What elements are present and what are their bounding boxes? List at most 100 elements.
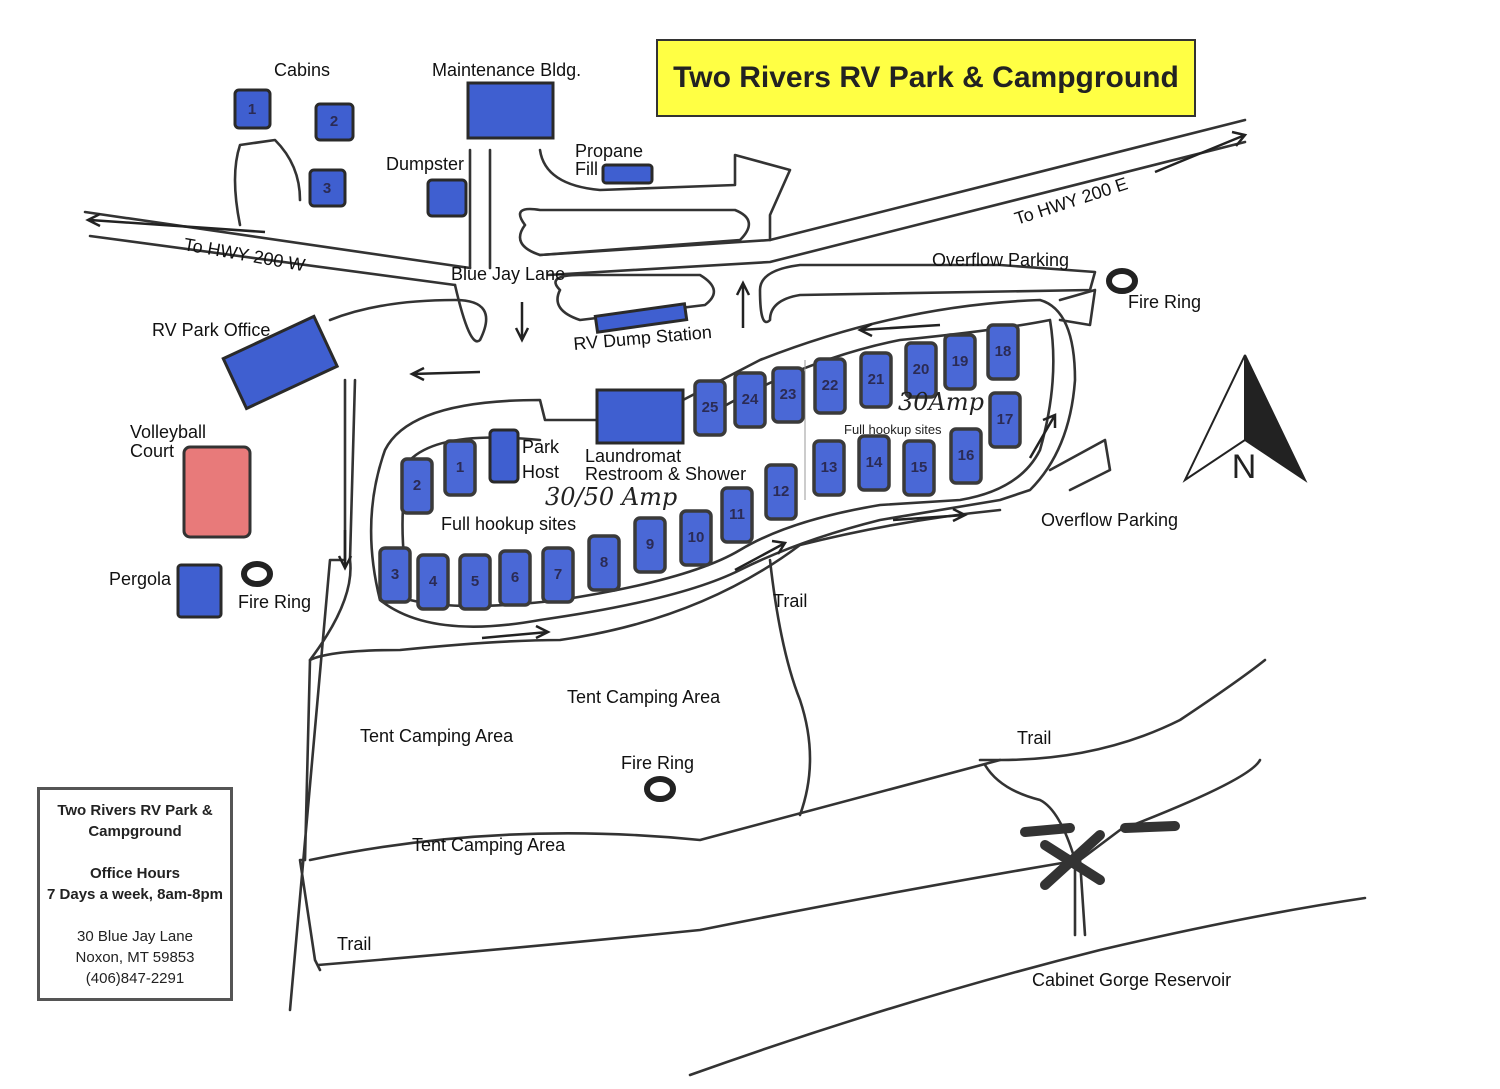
map-title: Two Rivers RV Park & Campground <box>656 39 1196 117</box>
full-hookup-label: Full hookup sites <box>441 514 576 534</box>
rv-site-21[interactable] <box>859 351 893 409</box>
fire-ring-label: Fire Ring <box>1128 292 1201 312</box>
rv-site-number: 6 <box>511 569 519 586</box>
fire-ring-icon <box>644 776 676 802</box>
trail-label: Trail <box>773 591 807 611</box>
rv-site-8[interactable] <box>587 534 621 592</box>
propane-fill-label: Fill <box>575 159 598 179</box>
amp-3050-note: 30/50 Amp <box>545 483 677 511</box>
maintenance-label: Maintenance Bldg. <box>432 60 581 80</box>
rv-site-15[interactable] <box>902 439 936 497</box>
rv-site-7[interactable] <box>541 546 575 604</box>
rv-site-9[interactable] <box>633 516 667 574</box>
rv-site-12[interactable] <box>764 463 798 521</box>
rv-site-number: 1 <box>456 459 464 476</box>
rv-site-number: 12 <box>773 483 790 500</box>
rv-site-11[interactable] <box>720 486 754 544</box>
rv-site-24[interactable] <box>733 371 767 429</box>
rv-site-number: 20 <box>913 361 930 378</box>
fire-ring-icon <box>241 561 273 587</box>
cabins-label: Cabins <box>274 60 330 80</box>
dumpster-label: Dumpster <box>386 154 464 174</box>
rv-site-10[interactable] <box>679 509 713 567</box>
propane-fill <box>601 163 654 185</box>
rv-site-number: 15 <box>911 459 928 476</box>
rv-office-label: RV Park Office <box>152 320 270 340</box>
restroom-label: Restroom & Shower <box>585 464 746 484</box>
rv-site-number: 17 <box>997 411 1014 428</box>
cabin-1[interactable] <box>233 88 272 130</box>
rv-site-number: 13 <box>821 459 838 476</box>
cabin-2[interactable] <box>314 102 355 142</box>
rv-dump-station <box>593 302 689 334</box>
laundromat-building[interactable] <box>595 388 685 445</box>
boat-launch-icon <box>1020 821 1180 890</box>
rv-site-5[interactable] <box>458 553 492 611</box>
north-label: N <box>1232 448 1257 486</box>
blue-jay-lane-label: Blue Jay Lane <box>451 264 565 284</box>
rv-site-number: 22 <box>822 377 839 394</box>
rv-site-20[interactable] <box>904 341 938 399</box>
court-label: Court <box>130 441 174 461</box>
hwy-200-e-label: To HWY 200 E <box>1012 173 1130 228</box>
rv-site-16[interactable] <box>949 427 983 485</box>
full-hookup-label-2: Full hookup sites <box>844 422 942 437</box>
maintenance-building[interactable] <box>466 81 555 140</box>
rv-site-18[interactable] <box>986 323 1020 381</box>
address-line-1: 30 Blue Jay Lane <box>77 928 193 945</box>
rv-site-4[interactable] <box>416 553 450 611</box>
rv-site-23[interactable] <box>771 366 805 424</box>
cabin-3[interactable] <box>308 168 347 208</box>
rv-site-number: 8 <box>600 554 608 571</box>
rv-site-13[interactable] <box>812 439 846 497</box>
rv-site-22[interactable] <box>813 357 847 415</box>
cabin-1-label: 1 <box>248 101 256 118</box>
overflow-parking-right-label: Overflow Parking <box>1041 510 1178 530</box>
address-line-2: Noxon, MT 59853 <box>75 949 195 966</box>
rv-site-3[interactable] <box>378 546 412 604</box>
info-name-2: Campground <box>88 823 182 840</box>
rv-site-2[interactable] <box>400 457 434 515</box>
park-host-label-2: Host <box>522 462 559 482</box>
cabins: 1 2 3 <box>233 88 355 208</box>
office-hours-title: Office Hours <box>89 865 180 882</box>
dumpster <box>426 178 468 218</box>
park-host-label: Park <box>522 437 560 457</box>
rv-site-number: 18 <box>995 343 1012 360</box>
rv-site-number: 11 <box>729 506 745 523</box>
rv-site-number: 7 <box>554 566 562 583</box>
rv-site-number: 10 <box>688 529 705 546</box>
fire-ring-icon <box>1106 268 1138 294</box>
reservoir-label: Cabinet Gorge Reservoir <box>1032 970 1231 990</box>
tent-area-label: Tent Camping Area <box>567 687 721 707</box>
rv-site-6[interactable] <box>498 549 532 607</box>
park-host-site <box>488 428 520 484</box>
rv-site-number: 16 <box>958 447 975 464</box>
office-info-box: Two Rivers RV Park & Campground Office H… <box>37 787 233 1001</box>
volleyball-court <box>182 445 252 539</box>
overflow-parking-top-label: Overflow Parking <box>932 250 1069 270</box>
rv-park-office[interactable] <box>221 314 340 411</box>
fire-ring-label: Fire Ring <box>621 753 694 773</box>
rv-site-19[interactable] <box>943 333 977 391</box>
rv-site-number: 4 <box>429 573 438 590</box>
rv-site-number: 23 <box>780 386 797 403</box>
amp-30-note: 30Amp <box>898 388 984 416</box>
cabin-3-label: 3 <box>323 180 331 197</box>
rv-site-17[interactable] <box>988 391 1022 449</box>
rv-site-25[interactable] <box>693 379 727 437</box>
phone: (406)847-2291 <box>85 970 185 987</box>
info-name-1: Two Rivers RV Park & <box>57 802 213 819</box>
rv-site-1[interactable] <box>443 439 477 497</box>
office-hours: 7 Days a week, 8am-8pm <box>47 886 223 903</box>
pergola-label: Pergola <box>109 569 172 589</box>
trail-label: Trail <box>337 934 371 954</box>
rv-site-14[interactable] <box>857 434 891 492</box>
rv-site-number: 2 <box>413 477 421 494</box>
cabin-2-label: 2 <box>330 113 338 130</box>
rv-site-number: 25 <box>702 399 719 416</box>
trail-label: Trail <box>1017 728 1051 748</box>
tent-area-label: Tent Camping Area <box>412 835 566 855</box>
tent-area-label: Tent Camping Area <box>360 726 514 746</box>
